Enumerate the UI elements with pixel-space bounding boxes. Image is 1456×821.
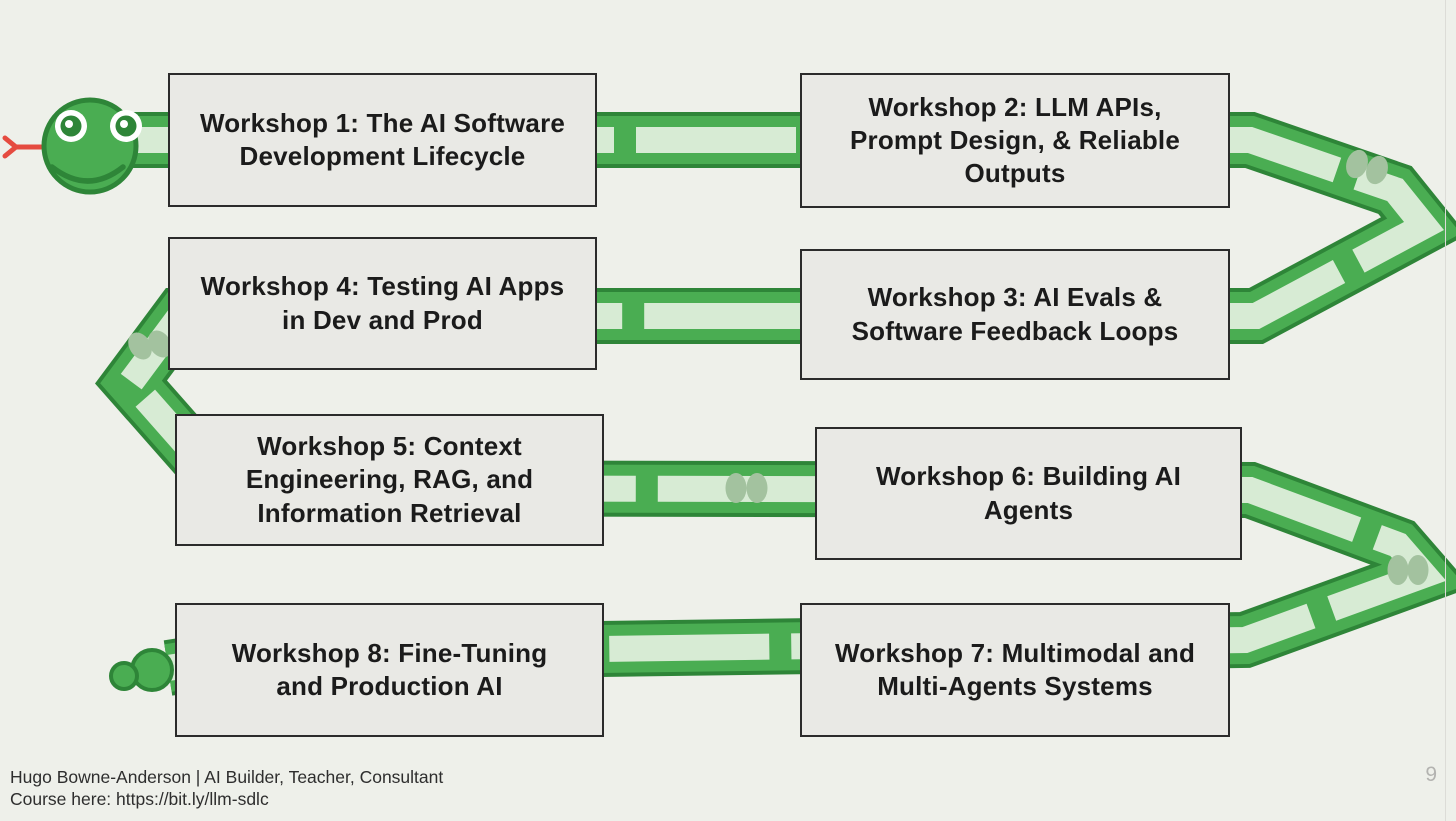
snake-body-outline [90, 112, 1456, 696]
snake-tail-icon [109, 648, 174, 692]
snake-spots [128, 149, 1429, 585]
workshop-box-7: Workshop 7: Multimodal and Multi-Agents … [800, 603, 1230, 737]
snake-body-fill [90, 116, 1456, 692]
footer-course-link: Course here: https://bit.ly/llm-sdlc [10, 788, 269, 809]
footer-credit: Hugo Bowne-Anderson | AI Builder, Teache… [10, 766, 443, 810]
workshop-6-label: Workshop 6: Building AI Agents [875, 461, 1182, 525]
screen-edge-divider [1445, 0, 1446, 821]
workshop-box-3: Workshop 3: AI Evals & Software Feedback… [800, 249, 1230, 380]
snake-eye-right [110, 110, 142, 142]
workshop-1-label: Workshop 1: The AI Software Development … [199, 107, 566, 171]
snake-head-icon [2, 97, 142, 195]
snake-eye-left [55, 110, 87, 142]
workshop-7-label: Workshop 7: Multimodal and Multi-Agents … [834, 637, 1196, 701]
workshop-2-label: Workshop 2: LLM APIs, Prompt Design, & R… [849, 91, 1181, 189]
workshop-box-1: Workshop 1: The AI Software Development … [168, 73, 597, 207]
footer-author-line: Hugo Bowne-Anderson | AI Builder, Teache… [10, 766, 444, 787]
workshop-5-label: Workshop 5: Context Engineering, RAG, an… [245, 431, 534, 528]
workshop-box-4: Workshop 4: Testing AI Apps in Dev and P… [168, 237, 597, 370]
workshop-box-5: Workshop 5: Context Engineering, RAG, an… [175, 414, 604, 546]
workshop-4-label: Workshop 4: Testing AI Apps in Dev and P… [200, 271, 565, 335]
workshop-box-6: Workshop 6: Building AI Agents [815, 427, 1242, 560]
workshop-8-label: Workshop 8: Fine-Tuning and Production A… [231, 637, 548, 701]
workshop-box-2: Workshop 2: LLM APIs, Prompt Design, & R… [800, 73, 1230, 208]
snake-smile [49, 164, 126, 184]
snake-belly-stripe [90, 127, 1447, 681]
page-number: 9 [1425, 763, 1437, 786]
workshop-box-8: Workshop 8: Fine-Tuning and Production A… [175, 603, 604, 737]
workshop-3-label: Workshop 3: AI Evals & Software Feedback… [851, 282, 1179, 346]
